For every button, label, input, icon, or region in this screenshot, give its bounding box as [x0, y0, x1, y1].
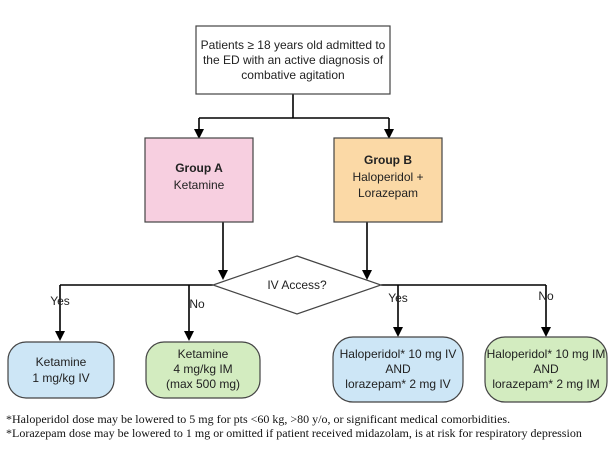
footnote-lorazepam: *Lorazepam dose may be lowered to 1 mg o… [6, 426, 582, 440]
edge-label-a-no: No [189, 297, 205, 311]
decision-node: IV Access? [211, 255, 383, 315]
outcome-a-yes: Ketamine 1 mg/kg IV [7, 341, 115, 399]
group-b-line-2: Lorazepam [358, 186, 418, 200]
start-line-2: the ED with an active diagnosis of [203, 53, 384, 67]
footnote-haloperidol: *Haloperidol dose may be lowered to 5 mg… [6, 412, 511, 426]
outcome-b-yes: Haloperidol* 10 mg IV AND lorazepam* 2 m… [332, 336, 464, 403]
group-a-drug: Ketamine [174, 178, 225, 192]
outcome-b-no-line-1: Haloperidol* 10 mg IM [487, 347, 606, 361]
outcome-a-no-line-1: Ketamine [178, 347, 229, 361]
outcome-b-yes-line-1: Haloperidol* 10 mg IV [340, 347, 457, 361]
start-node: Patients ≥ 18 years old admitted to the … [195, 25, 391, 95]
decision-label: IV Access? [267, 278, 327, 292]
edge-label-b-no: No [538, 289, 554, 303]
start-line-3: combative agitation [241, 68, 344, 82]
outcome-a-yes-line-2: 1 mg/kg IV [32, 371, 89, 385]
decision-diamond [211, 255, 383, 315]
outcome-a-no-line-3: (max 500 mg) [166, 377, 240, 391]
group-b-box [333, 137, 443, 223]
edge-label-b-yes: Yes [388, 291, 408, 305]
start-line-1: Patients ≥ 18 years old admitted to [201, 38, 386, 52]
group-a-node: Group A Ketamine [144, 137, 254, 223]
outcome-b-yes-line-2: AND [385, 362, 411, 376]
outcome-b-no-line-2: AND [533, 362, 559, 376]
group-a-title: Group A [175, 161, 223, 175]
outcome-b-no-line-3: lorazepam* 2 mg IM [492, 377, 599, 391]
outcome-b-no: Haloperidol* 10 mg IM AND lorazepam* 2 m… [484, 336, 608, 403]
outcome-a-no-line-2: 4 mg/kg IM [173, 362, 232, 376]
footnotes: *Haloperidol dose may be lowered to 5 mg… [6, 412, 606, 440]
group-b-title: Group B [364, 153, 412, 167]
connectors [55, 94, 551, 341]
edge-label-a-yes: Yes [50, 294, 70, 308]
outcome-a-yes-line-1: Ketamine [36, 355, 87, 369]
group-b-node: Group B Haloperidol + Lorazepam [333, 137, 443, 223]
outcome-b-yes-line-3: lorazepam* 2 mg IV [345, 377, 450, 391]
group-a-box [144, 137, 254, 223]
outcome-a-no: Ketamine 4 mg/kg IM (max 500 mg) [145, 341, 261, 399]
group-b-line-1: Haloperidol + [352, 170, 423, 184]
